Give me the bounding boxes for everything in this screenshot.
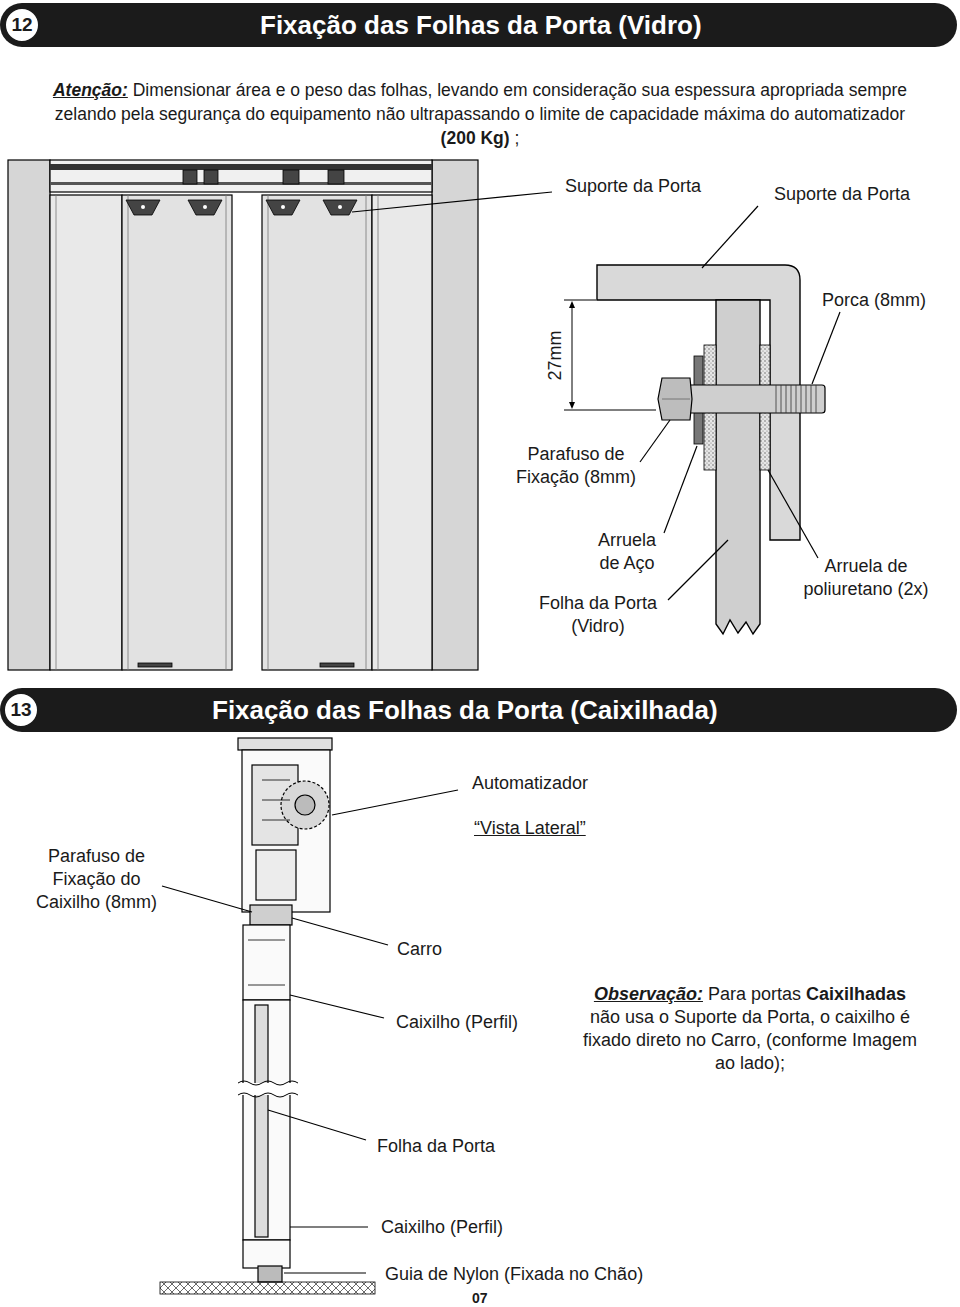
note-text: Dimensionar área e o peso das folhas, le… <box>55 80 907 124</box>
part-label: Arruela de poliuretano (2x) <box>791 555 941 601</box>
part-label: Parafuso de Fixação (8mm) <box>501 443 651 489</box>
part-label: Arruela de Aço <box>587 529 667 575</box>
part-label: Suporte da Porta <box>565 175 701 198</box>
attention-note: Atenção: Dimensionar área e o peso das f… <box>40 78 920 150</box>
part-label: Parafuso de Fixação do Caixilho (8mm) <box>29 845 164 914</box>
observation-note: Observação: Para portas Caixilhadas não … <box>580 983 920 1075</box>
part-label: Carro <box>397 938 442 961</box>
part-label: Folha da Porta (Vidro) <box>528 592 668 638</box>
page-number: 07 <box>472 1289 488 1307</box>
part-label: Automatizador <box>472 772 588 795</box>
section-title: Fixação das Folhas da Porta (Vidro) <box>260 3 702 47</box>
section-band: Fixação das Folhas da Porta (Caixilhada)… <box>0 688 957 732</box>
section-number-circle: 12 <box>4 7 40 43</box>
section-band: Fixação das Folhas da Porta (Vidro) 12 <box>0 3 957 47</box>
note-text: não usa o Suporte da Porta, o caixilho é… <box>583 1007 917 1073</box>
note-emphasis: Caixilhadas <box>806 984 906 1004</box>
note-heading: Atenção: <box>53 80 128 100</box>
part-label: Guia de Nylon (Fixada no Chão) <box>385 1263 643 1286</box>
section-number: 13 <box>10 699 31 721</box>
part-label: Folha da Porta <box>377 1135 495 1158</box>
part-label: Suporte da Porta <box>774 183 910 206</box>
note-heading: Observação: <box>594 984 703 1004</box>
dimension-label: 27mm <box>544 330 567 380</box>
view-label: “Vista Lateral” <box>474 817 586 840</box>
note-text: ; <box>515 128 520 148</box>
section-title: Fixação das Folhas da Porta (Caixilhada) <box>212 688 718 732</box>
section-number-circle: 13 <box>3 692 39 728</box>
section-number: 12 <box>11 14 32 36</box>
note-text: Para portas <box>708 984 801 1004</box>
part-label: Caixilho (Perfil) <box>381 1216 503 1239</box>
part-label: Caixilho (Perfil) <box>396 1011 518 1034</box>
part-label: Porca (8mm) <box>822 289 926 312</box>
note-emphasis: (200 Kg) <box>441 128 510 148</box>
